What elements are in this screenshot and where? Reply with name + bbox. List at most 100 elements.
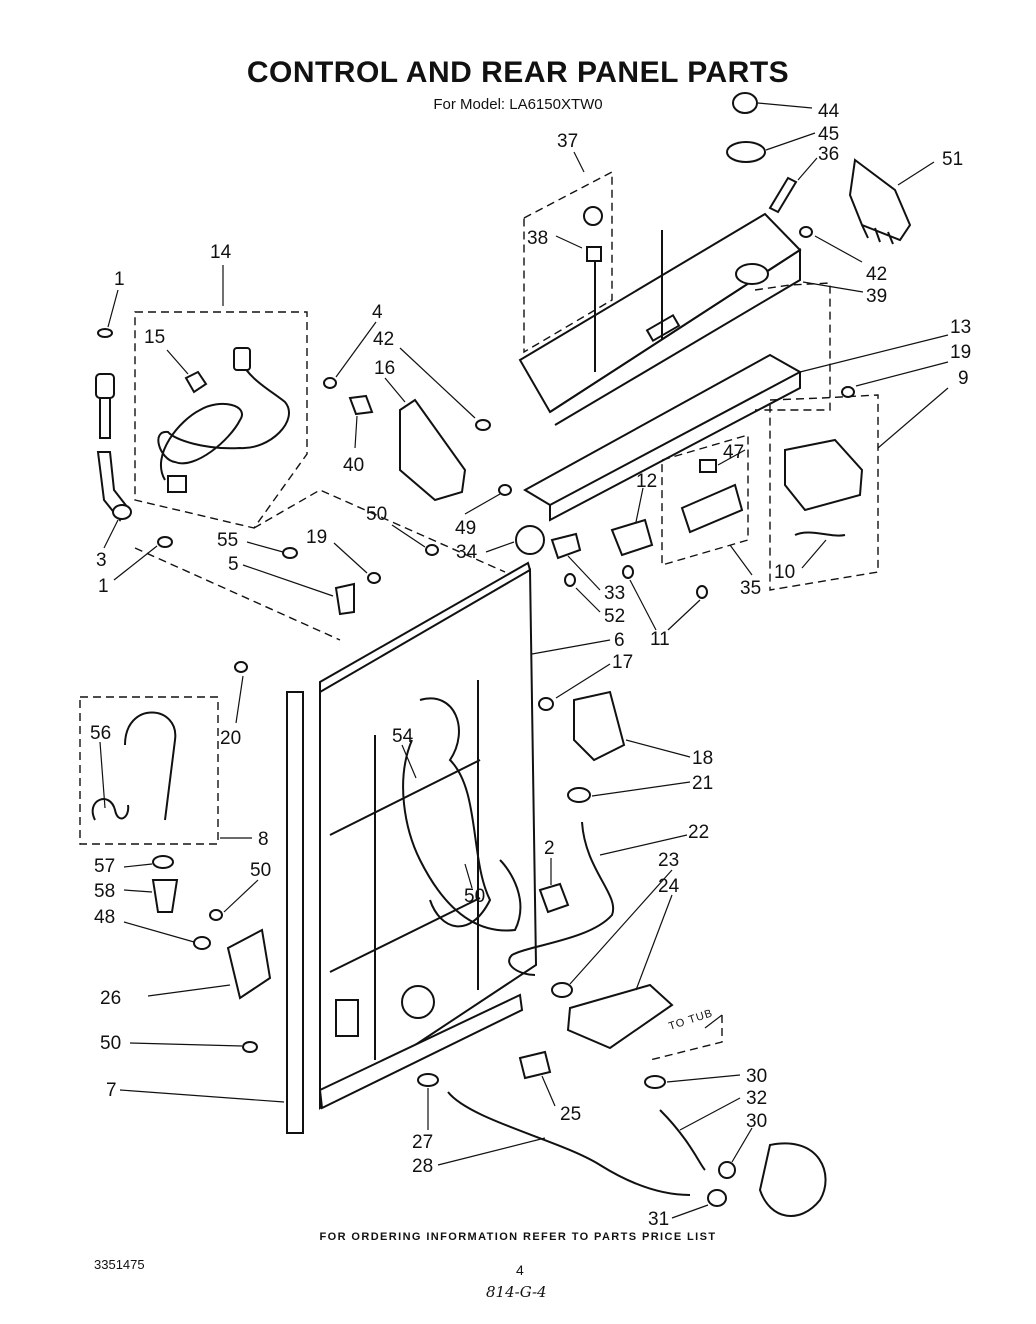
tub-leader (649, 1015, 723, 1061)
leader-55 (246, 541, 284, 553)
knob-insert (586, 246, 602, 262)
bracket-24 (566, 983, 674, 1050)
leader-58 (123, 889, 153, 893)
screw-42-right (799, 226, 813, 238)
leader-54 (401, 744, 417, 779)
callout-19-left: 19 (306, 527, 327, 548)
callout-27: 27 (412, 1132, 433, 1153)
rear-panel-top-flange (319, 561, 531, 692)
leader-21 (591, 781, 691, 797)
page-number: 4 (516, 1262, 524, 1278)
timer-10-wire (794, 531, 846, 537)
screw-11-b (696, 585, 708, 599)
callout-9: 9 (958, 368, 969, 389)
screw-11-a (622, 565, 634, 579)
control-bracket-face (549, 372, 801, 522)
screw-49 (498, 484, 512, 496)
leader-52 (575, 587, 601, 613)
document-number: 3351475 (94, 1257, 145, 1272)
o-ring-48 (193, 936, 211, 950)
callout-21: 21 (692, 773, 713, 794)
leader-9 (877, 387, 949, 449)
rear-panel (318, 561, 538, 1110)
rear-panel-rib-2 (374, 680, 479, 1060)
callout-58: 58 (94, 881, 115, 902)
cord-strain-relief (167, 475, 187, 493)
leader-48 (123, 921, 195, 943)
screw-50-low (242, 1041, 258, 1053)
callout-6: 6 (614, 630, 625, 651)
knob-38 (583, 206, 603, 226)
control-housing-outline (754, 282, 831, 411)
leader-3 (103, 519, 119, 549)
leader-36 (797, 157, 818, 181)
cover-16 (399, 398, 467, 502)
power-cord-plug (233, 347, 251, 371)
service-cover (419, 697, 492, 928)
inlet-hose-nut (112, 504, 132, 520)
panel-drum-opening (401, 985, 435, 1019)
power-cord-kit-box (134, 311, 308, 529)
callout-35: 35 (740, 578, 761, 599)
clamp-30-lower (718, 1161, 736, 1179)
callout-44: 44 (818, 101, 840, 122)
leader-lines (99, 102, 949, 1219)
callout-10: 10 (774, 562, 795, 583)
callout-49: 49 (455, 518, 476, 539)
end-cap-terminals (861, 224, 894, 245)
screw-36 (768, 176, 798, 214)
leader-42-left (399, 347, 476, 419)
leader-7 (119, 1089, 285, 1103)
leader-39 (802, 281, 864, 293)
inlet-tube (99, 397, 111, 439)
leader-5 (242, 564, 334, 597)
callout-50-low: 50 (100, 1033, 121, 1054)
callout-1-top: 1 (114, 269, 125, 290)
leader-28 (437, 1137, 546, 1166)
leader-56 (99, 741, 106, 809)
clamp-57 (152, 855, 174, 869)
screw-20 (234, 661, 248, 673)
callout-42-left: 42 (373, 329, 394, 350)
leader-50-pump (223, 879, 259, 913)
callout-11: 11 (650, 629, 670, 650)
screw-52 (564, 573, 576, 587)
leader-1-bottom (113, 545, 158, 581)
callout-32: 32 (746, 1088, 767, 1109)
switch-box (661, 434, 749, 566)
leader-33 (567, 555, 601, 591)
leader-47 (717, 449, 746, 466)
leader-19-right (855, 361, 949, 387)
callout-50-pump: 50 (250, 860, 271, 881)
console-parts (518, 92, 912, 522)
leader-15 (166, 349, 189, 375)
callout-20: 20 (220, 728, 241, 749)
to-tub-annotation: TO TUB (667, 1007, 714, 1033)
end-cap-51 (848, 158, 912, 242)
screws (209, 176, 855, 1053)
callout-54: 54 (392, 726, 414, 747)
fill-hose-22 (508, 821, 615, 976)
leader-tub (704, 1014, 723, 1029)
callout-7: 7 (106, 1080, 117, 1101)
callout-36: 36 (818, 144, 839, 165)
page-title: CONTROL AND REAR PANEL PARTS (246, 56, 790, 89)
leader-30-lower (731, 1127, 753, 1163)
leader-25 (541, 1075, 556, 1107)
callout-33: 33 (604, 583, 625, 604)
clamp-33 (550, 532, 582, 560)
timer-9 (784, 438, 864, 512)
leader-50-top (391, 524, 426, 548)
drain-hose-kit (91, 711, 177, 821)
leader-11 (629, 579, 701, 631)
knob-44 (732, 92, 758, 114)
callout-48: 48 (94, 907, 115, 928)
valve-18 (573, 690, 626, 762)
callout-52: 52 (604, 606, 625, 627)
callout-2: 2 (544, 838, 555, 859)
callout-31: 31 (648, 1209, 669, 1230)
leader-12 (635, 487, 644, 523)
callout-28: 28 (412, 1156, 433, 1177)
